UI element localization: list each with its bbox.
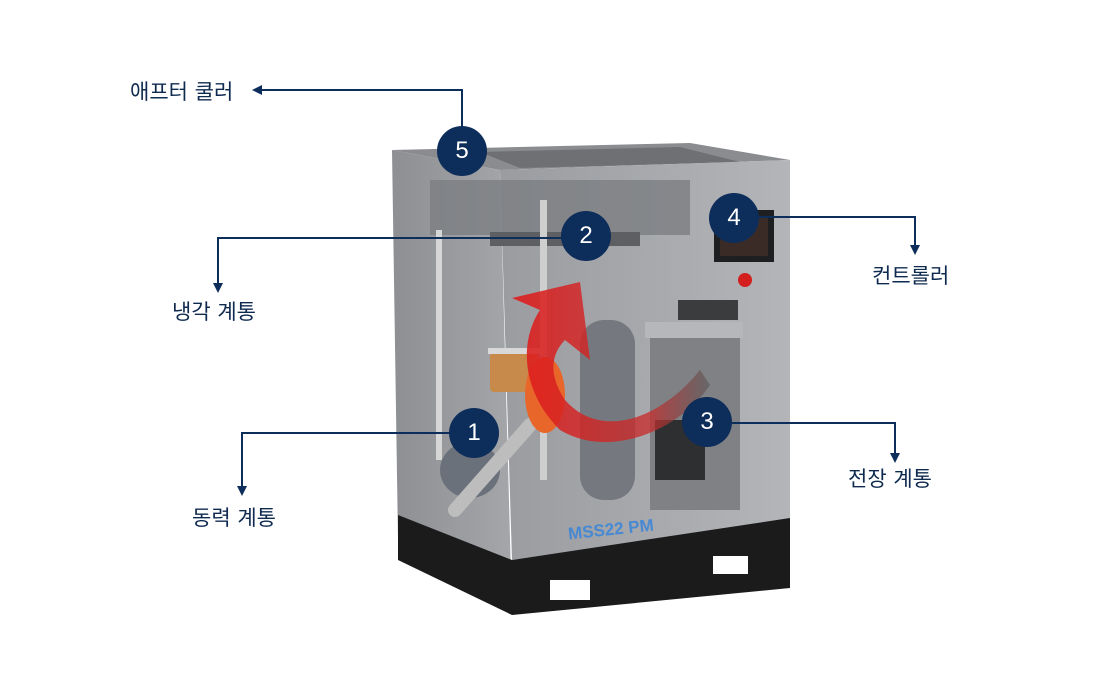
- label-power-system: 동력 계통: [192, 506, 276, 530]
- arrowhead-5: [252, 85, 262, 95]
- arrowhead-3: [890, 453, 900, 463]
- label-electrical-system: 전장 계통: [848, 467, 932, 491]
- vent-grille: [480, 147, 740, 168]
- arrowhead-4: [910, 245, 920, 255]
- cabinet-left-side: [392, 150, 512, 612]
- hose: [448, 418, 537, 517]
- label-after-cooler: 애프터 쿨러: [130, 80, 234, 104]
- callout-lines: [217, 89, 916, 488]
- label-cooling-system: 냉각 계통: [172, 300, 256, 324]
- callout-badge-3: 3: [682, 397, 732, 447]
- air-filter: [490, 352, 538, 392]
- arrowhead-2: [213, 283, 223, 293]
- callout-line-5: [262, 89, 463, 130]
- arrowhead-1: [237, 486, 247, 496]
- filter-cap: [488, 348, 540, 354]
- callout-badge-5: 5: [437, 126, 487, 176]
- callout-badge-4: 4: [709, 193, 759, 243]
- callout-line-1: [241, 432, 452, 488]
- callout-badge-1: 1: [449, 408, 499, 458]
- forklift-slot-left: [550, 580, 590, 600]
- heat-flow-arrow: [512, 282, 710, 443]
- callout-line-2: [217, 237, 565, 285]
- cabinet-base: [398, 515, 790, 615]
- callout-badge-2: 2: [561, 211, 611, 261]
- emergency-stop-button: [738, 273, 752, 287]
- callout-line-3: [732, 422, 896, 455]
- separator-tank: [580, 320, 635, 500]
- callout-arrowheads: [213, 85, 920, 496]
- pipe-left: [436, 230, 442, 460]
- vent-slots: [678, 300, 738, 320]
- panel-bracket: [645, 322, 743, 338]
- cooler-housing: [430, 180, 690, 235]
- callout-line-4: [758, 216, 916, 247]
- label-controller: 컨트롤러: [872, 264, 950, 288]
- forklift-slot-right: [713, 556, 748, 574]
